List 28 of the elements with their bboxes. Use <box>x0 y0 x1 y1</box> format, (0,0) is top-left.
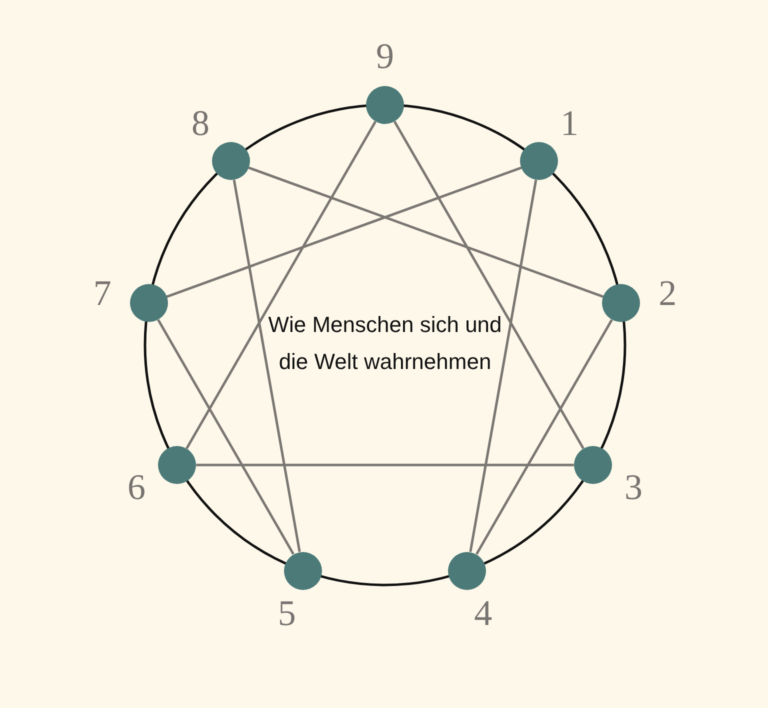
center-text: Wie Menschen sich und die Welt wahrnehmen <box>267 311 503 376</box>
point-number: 4 <box>473 592 494 633</box>
connecting-line <box>393 120 584 450</box>
connecting-line <box>186 120 377 450</box>
point-circle <box>212 142 250 180</box>
point-number: 2 <box>658 273 678 314</box>
point-circle <box>574 446 612 484</box>
connecting-line <box>248 166 604 298</box>
connecting-line <box>196 464 574 466</box>
point-circle <box>130 284 168 322</box>
point-number: 6 <box>126 466 146 506</box>
point-circle <box>366 86 404 124</box>
point-number: 5 <box>276 592 297 633</box>
connecting-line <box>232 180 301 552</box>
connecting-line <box>166 166 522 298</box>
point-number: 9 <box>375 36 395 76</box>
point-circle <box>284 552 322 590</box>
connecting-line <box>157 319 294 555</box>
connecting-line <box>469 180 538 552</box>
point-circle <box>158 446 196 484</box>
connecting-line <box>476 319 613 555</box>
point-circle <box>602 284 640 322</box>
point-number: 3 <box>624 466 644 506</box>
point-circle <box>520 142 558 180</box>
point-number: 1 <box>559 103 580 144</box>
point-number: 8 <box>190 103 211 144</box>
point-circle <box>448 552 486 590</box>
point-number: 7 <box>92 273 112 314</box>
